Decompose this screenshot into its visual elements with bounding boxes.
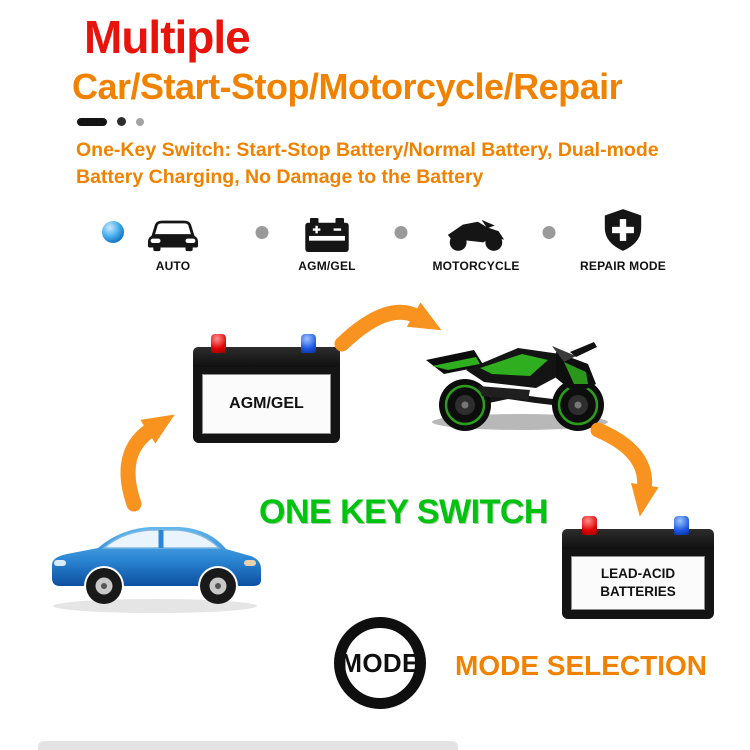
battery-body: AGM/GEL xyxy=(193,367,340,443)
feature-description-line1: One-Key Switch: Start-Stop Battery/Norma… xyxy=(76,139,659,161)
one-key-switch-label: ONE KEY SWITCH xyxy=(259,493,548,531)
car-image xyxy=(40,498,270,621)
mode-button-label: MODE xyxy=(340,647,420,678)
motorcycle-image xyxy=(418,310,623,440)
page-subtitle: Car/Start-Stop/Motorcycle/Repair xyxy=(72,66,623,107)
lead-acid-label-line2: BATTERIES xyxy=(600,584,676,599)
battery-terminal-blue xyxy=(674,516,689,535)
pagination-dash-icon xyxy=(77,117,107,126)
mode-item-agm-gel: AGM/GEL xyxy=(262,204,392,273)
pagination-dot-icon xyxy=(117,117,126,126)
battery-terminal-red xyxy=(211,334,226,353)
lead-acid-label-line1: LEAD-ACID xyxy=(600,566,676,582)
mode-item-label: REPAIR MODE xyxy=(580,259,666,273)
shield-plus-icon xyxy=(603,204,643,252)
lead-acid-battery-image: LEAD-ACID BATTERIES xyxy=(562,516,714,619)
separator-dot-icon xyxy=(394,226,408,239)
mode-item-label: AGM/GEL xyxy=(298,259,356,273)
mode-item-label: AUTO xyxy=(155,259,191,273)
arrow-battery-to-motorcycle xyxy=(334,302,442,352)
battery-icon xyxy=(305,204,349,252)
agm-battery-label: AGM/GEL xyxy=(229,395,304,412)
next-section-edge xyxy=(38,741,458,750)
battery-label: LEAD-ACID BATTERIES xyxy=(571,556,705,610)
mode-selection-caption: MODE SELECTION xyxy=(455,650,708,681)
agm-battery-image: AGM/GEL xyxy=(193,334,340,443)
active-mode-indicator xyxy=(102,221,124,243)
pagination-dot-icon xyxy=(136,117,144,126)
page-title: Multiple xyxy=(84,11,251,63)
feature-description: One-Key Switch: Start-Stop Battery/Norma… xyxy=(76,137,716,192)
pagination-indicator xyxy=(77,117,144,126)
car-front-icon xyxy=(146,204,200,252)
mode-item-auto: AUTO xyxy=(108,204,238,273)
feature-description-line2: Battery Charging, No Damage to the Batte… xyxy=(76,166,484,189)
separator-dot-icon xyxy=(255,226,269,239)
mode-item-motorcycle: MOTORCYCLE xyxy=(411,204,541,273)
battery-terminal-red xyxy=(582,516,597,535)
motorcycle-icon xyxy=(446,204,506,252)
battery-body: LEAD-ACID BATTERIES xyxy=(562,549,714,619)
separator-dot-icon xyxy=(542,226,556,239)
battery-terminal-blue xyxy=(301,334,316,353)
arrow-car-to-battery xyxy=(120,414,175,512)
mode-item-repair: REPAIR MODE xyxy=(558,204,688,273)
mode-item-label: MOTORCYCLE xyxy=(432,259,520,273)
battery-label: AGM/GEL xyxy=(202,374,331,434)
mode-button: MODE xyxy=(334,617,426,709)
